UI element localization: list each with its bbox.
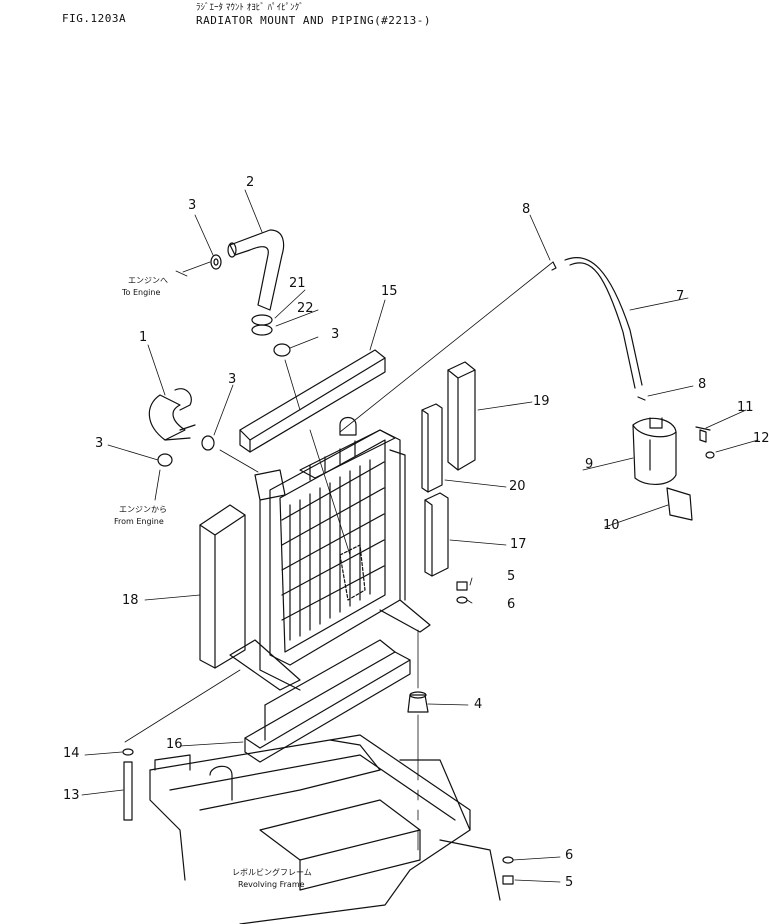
callout-7: 7 — [676, 289, 685, 304]
callout-21: 21 — [289, 276, 306, 291]
callout-11: 11 — [737, 400, 754, 415]
callout-20: 20 — [509, 479, 526, 494]
callout-8: 8 — [522, 202, 531, 217]
callout-4: 4 — [474, 697, 483, 712]
revolving-frame — [149, 734, 501, 924]
overflow-tube — [551, 256, 646, 401]
leader-lines — [81, 189, 759, 883]
callout-6: 6 — [507, 597, 516, 612]
callout-9: 9 — [585, 457, 594, 472]
callout-3: 3 — [95, 436, 104, 451]
callout-10: 10 — [603, 518, 620, 533]
callout-14: 14 — [63, 746, 80, 761]
callout-5: 5 — [565, 875, 574, 890]
callout-17: 17 — [510, 537, 527, 552]
upper-hose — [227, 229, 285, 311]
seal-pieces — [421, 361, 476, 577]
revolving-frame-label: Revolving Frame — [238, 880, 305, 889]
top-bar — [239, 349, 386, 453]
callout-18: 18 — [122, 593, 139, 608]
lower-hose — [148, 388, 196, 441]
callout-8: 8 — [698, 377, 707, 392]
lower-support — [244, 639, 411, 763]
callout-15: 15 — [381, 284, 398, 299]
callout-3: 3 — [331, 327, 340, 342]
from-engine-label: From Engine — [114, 517, 164, 526]
diagram-title: RADIATOR MOUNT AND PIPING(#2213-) — [196, 14, 432, 27]
callout-5: 5 — [507, 569, 516, 584]
callout-22: 22 — [297, 301, 314, 316]
to-engine-label: To Engine — [122, 288, 161, 297]
callout-12: 12 — [753, 431, 769, 446]
revolving-frame-label-jp: レボルビングフレーム — [232, 868, 312, 877]
radiator — [254, 416, 431, 691]
hose-clamps — [157, 254, 291, 467]
callout-1: 1 — [139, 330, 148, 345]
figure-number: FIG.1203A — [62, 12, 127, 25]
mount-hardware — [122, 581, 514, 885]
callout-3: 3 — [188, 198, 197, 213]
to-engine-label-jp: エンジンへ — [128, 276, 168, 285]
callout-2: 2 — [246, 175, 255, 190]
callout-3: 3 — [228, 372, 237, 387]
reserve-tank — [632, 417, 715, 521]
title-japanese: ﾗｼﾞｴｰﾀ ﾏｳﾝﾄ ｵﾖﾋﾞ ﾊﾟｲﾋﾟﾝｸﾞ — [196, 3, 304, 13]
from-engine-label-jp: エンジンから — [119, 505, 167, 514]
callout-16: 16 — [166, 737, 183, 752]
callout-6: 6 — [565, 848, 574, 863]
side-plate-left — [199, 504, 301, 691]
callout-19: 19 — [533, 394, 550, 409]
callout-13: 13 — [63, 788, 80, 803]
